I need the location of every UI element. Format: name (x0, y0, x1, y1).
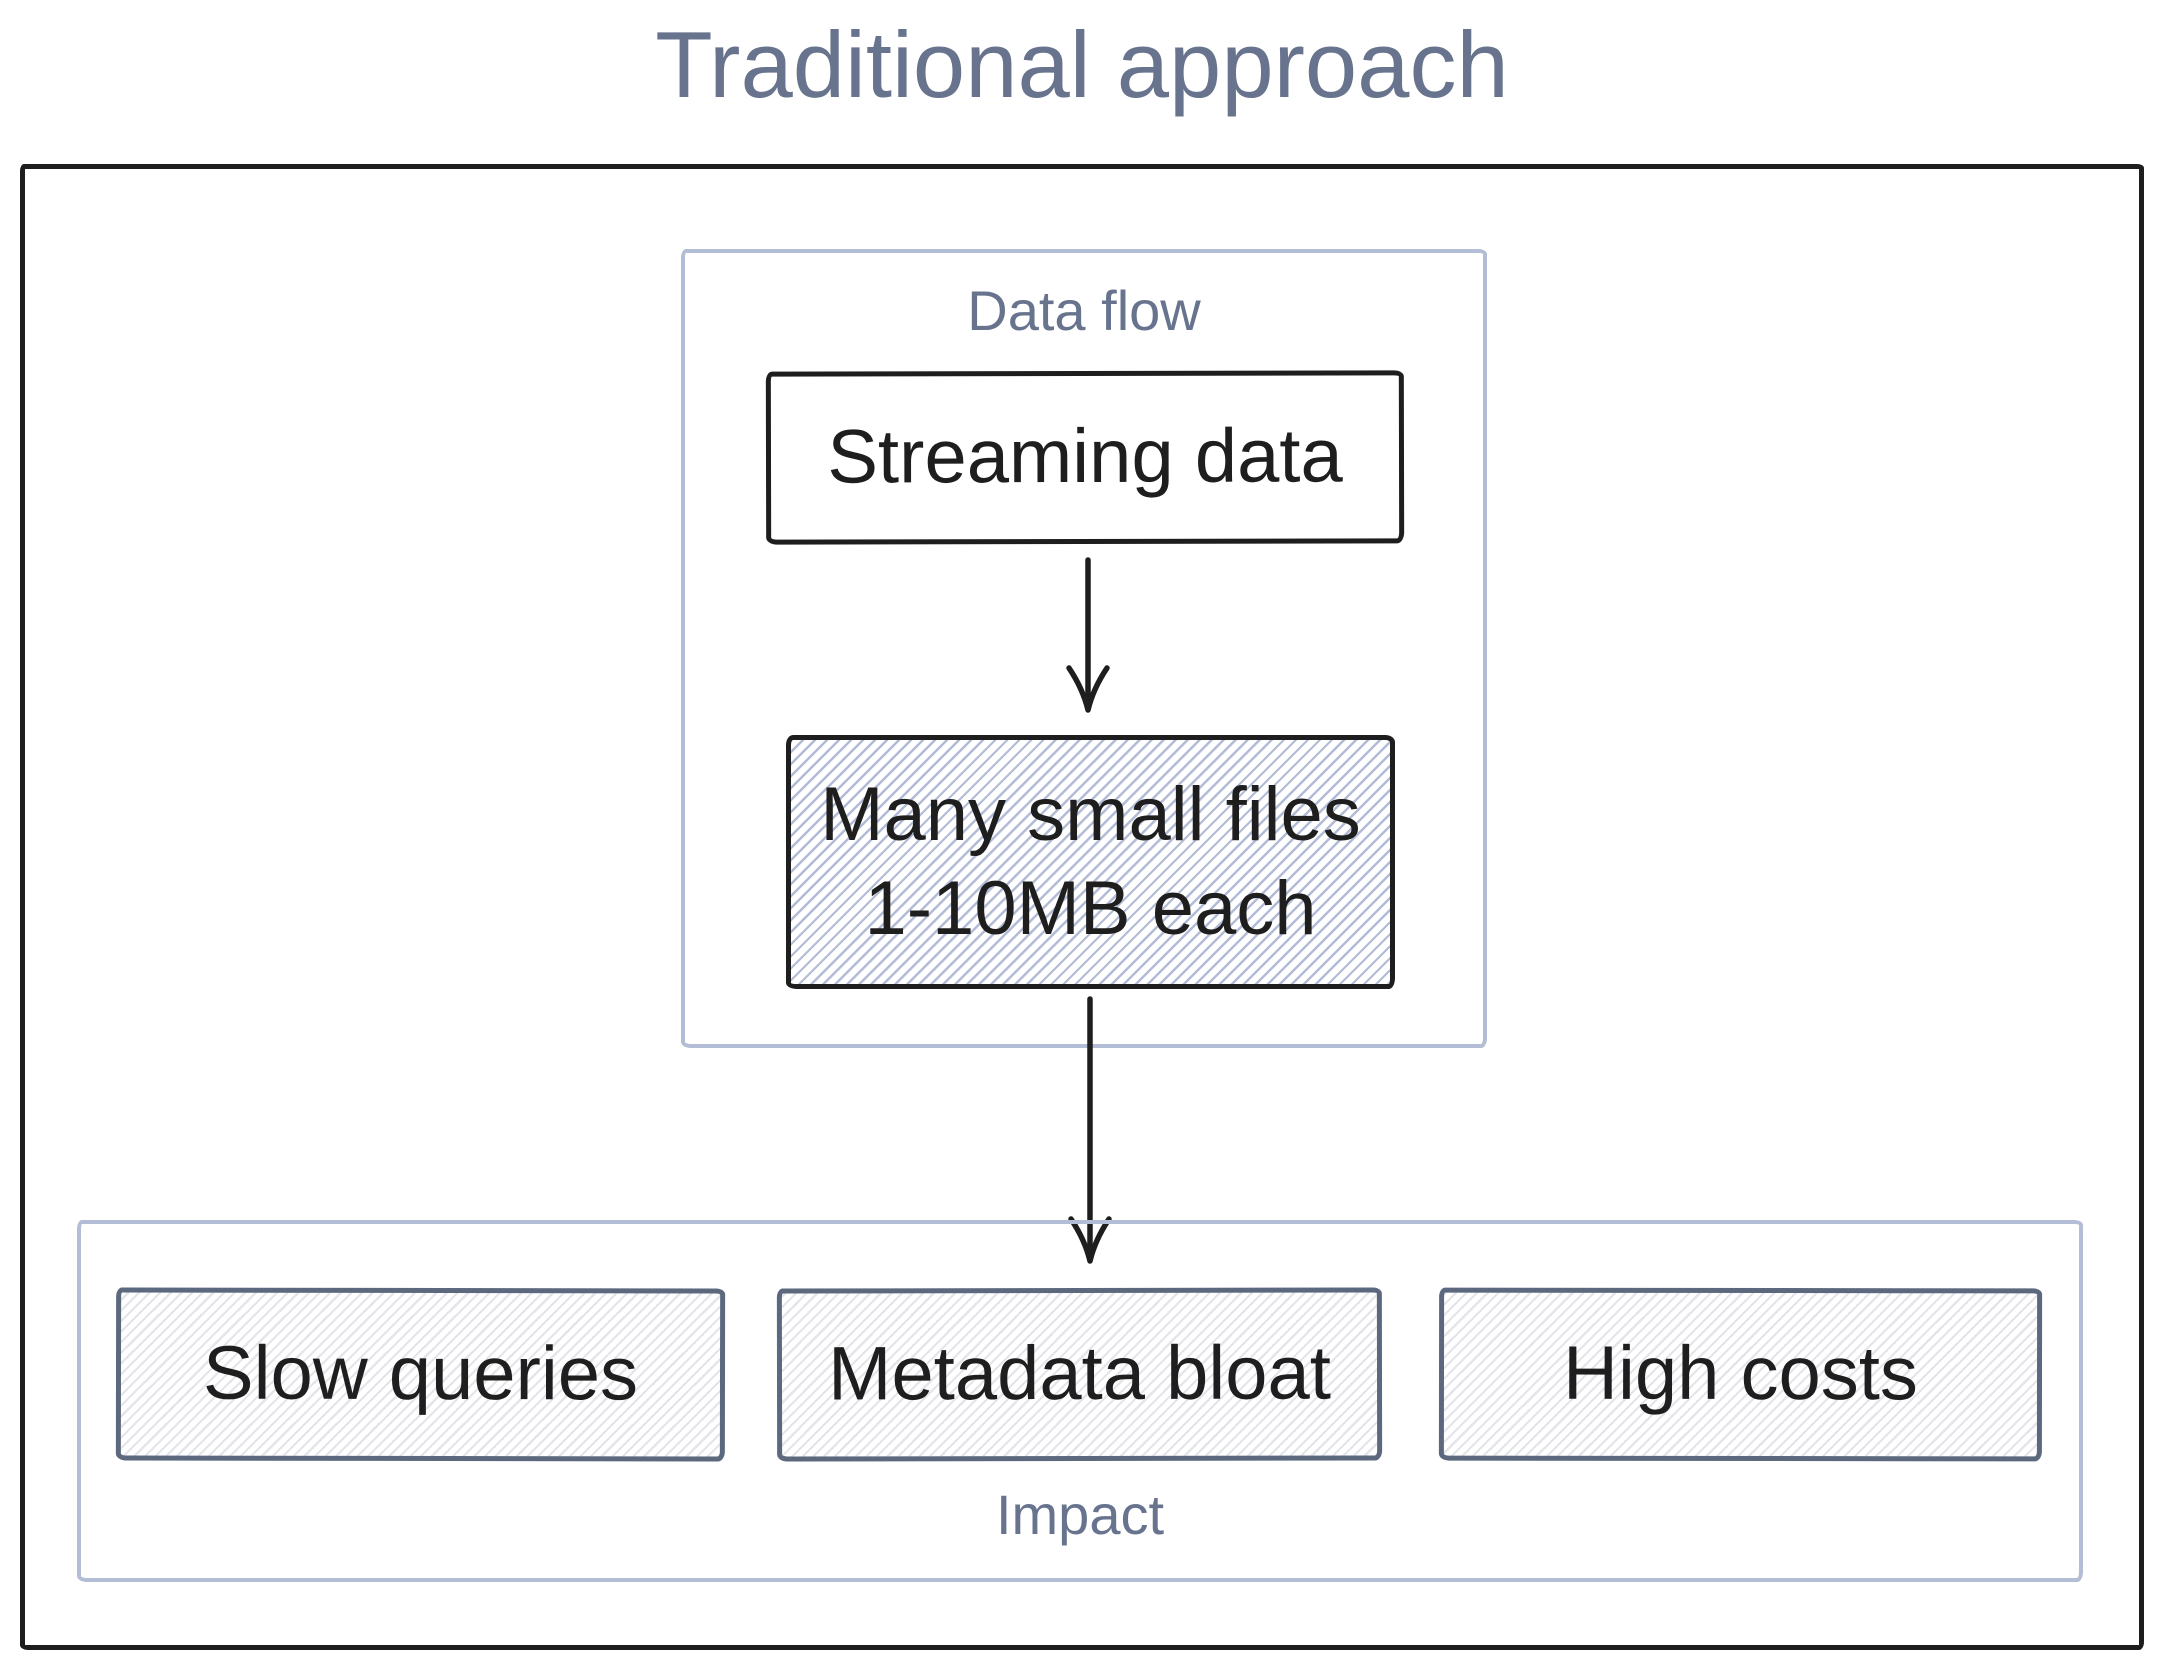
arrow-streaming-to-files-icon (1066, 557, 1110, 713)
diagram-frame (20, 164, 2144, 1650)
dataflow-group (681, 249, 1487, 1048)
impact-group (77, 1220, 2083, 1582)
node-streaming-data-label: Streaming data (827, 413, 1343, 500)
node-metadata-bloat: Metadata bloat (776, 1287, 1383, 1462)
node-many-small-files: Many small files 1-10MB each (786, 735, 1395, 989)
node-metadata-bloat-label: Metadata bloat (828, 1330, 1331, 1417)
node-high-costs-label: High costs (1563, 1331, 1918, 1417)
dataflow-group-label: Data flow (967, 279, 1201, 342)
node-streaming-data: Streaming data (765, 370, 1405, 545)
node-slow-queries: Slow queries (115, 1287, 726, 1462)
page-title: Traditional approach (655, 12, 1509, 117)
node-high-costs: High costs (1438, 1287, 2043, 1462)
node-slow-queries-label: Slow queries (202, 1330, 639, 1417)
arrow-files-to-impact-icon (1068, 996, 1112, 1264)
impact-group-label: Impact (995, 1483, 1165, 1546)
node-many-small-files-label: Many small files 1-10MB each (820, 771, 1361, 951)
